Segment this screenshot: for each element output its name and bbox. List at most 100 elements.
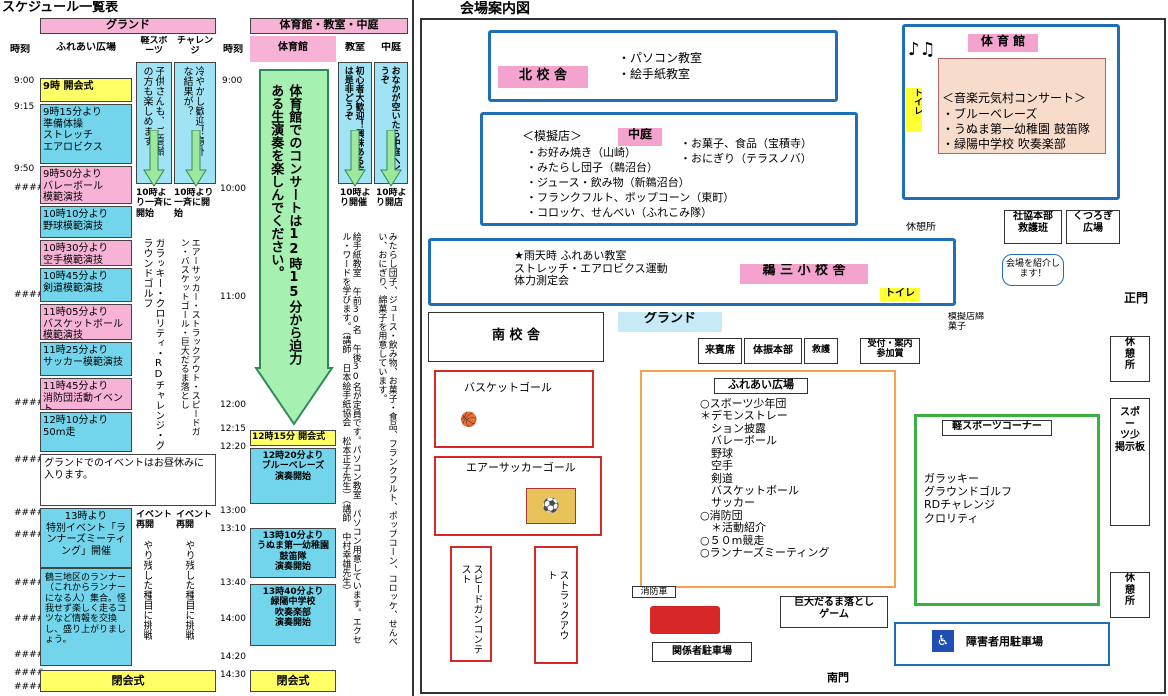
rescue-tent: 救護 (804, 338, 838, 364)
struckout-label: ストラックアウト (545, 570, 568, 640)
time2-2: 11:00 (220, 292, 246, 302)
fureai-item: 10時10分より 野球模範演技 (40, 206, 132, 238)
fureai-item: 10時45分より 剣道模範演技 (40, 268, 132, 302)
soccer-goal-icon: ⚽ (526, 488, 576, 524)
hq-label: 社協本部 救護班 (1004, 210, 1062, 244)
wheelchair-icon: ♿ (932, 630, 954, 652)
light-sports-start: 10時より一斉に開始 (136, 188, 172, 219)
time-6: #### (14, 455, 45, 465)
time-2: 9:50 (14, 164, 35, 174)
rest-area-label: 休憩所 (906, 222, 936, 233)
time2-6: 13:00 (220, 506, 246, 516)
time-8: #### (14, 530, 45, 540)
daruma-label: 巨大だるま落とし ゲーム (780, 596, 888, 628)
light-sports-corner (914, 414, 1100, 606)
time-11: #### (14, 650, 45, 660)
stall-item: ・コロッケ、せんべい（ふれこみ隊） (526, 207, 713, 219)
time-5: #### (14, 398, 45, 408)
rest-area-2: 休 憩 所 (1110, 336, 1150, 382)
light-restart-label: イベント再開 (136, 510, 172, 531)
gym-item: 13時40分より 緑陽中学校 吹奏楽部 演奏開始 (250, 584, 336, 646)
air-soccer-area (434, 456, 602, 536)
time2-3: 12:00 (220, 400, 246, 410)
challenge-note: 冷やかし歓迎！意外な結果が？ (181, 66, 204, 156)
gym-floor (938, 58, 1106, 154)
court-start: 10時より開店 (376, 188, 407, 209)
fureai-plaza-label: ふれあい広場 (714, 378, 808, 394)
challenge-restart-note: やり残した種目に挑戦 (183, 540, 194, 640)
south-building: 南 校 舎 (428, 312, 604, 362)
light-sports-arrow (143, 130, 165, 187)
class-detail: 絵手紙教室 午前30名 午後30名が定員です。パソコン教室 パソコン用意していま… (340, 232, 361, 644)
light-restart-note: やり残した種目に挑戦 (141, 540, 152, 640)
gym-arrow-text: 体育館でのコンサートは12時15分から迫力ある生演奏を楽しんでください。 (268, 84, 302, 365)
time2-8: 13:40 (220, 578, 246, 588)
time-1: 9:15 (14, 102, 35, 112)
time-12: #### (14, 668, 45, 678)
ground-header: グランド (40, 18, 216, 34)
guest-seats: 来賓席 (698, 338, 742, 364)
concert-item: ・うぬま第一幼稚園 鼓笛隊 (942, 123, 1090, 136)
fureai-item: 13時より 特別イベント「ランナーズミーティング」開催 (40, 508, 132, 568)
time2-10: 14:20 (220, 652, 246, 662)
map-panel: 会場案内図 北 校 舎 ・パソコン教室 ・絵手紙教室 体 育 館 ＜音楽元気村コ… (418, 0, 1168, 696)
gym-toilet: トイレ (906, 88, 922, 132)
gym-opening: 12時15分 開会式 (250, 430, 336, 446)
fureai-item: 11時05分より バスケットボール 模範演技 (40, 304, 132, 340)
fureai-item: 9時15分より 準備体操 ストレッチ エアロビクス (40, 104, 132, 164)
col-gym-header: 体育館 (250, 36, 336, 62)
rain-note: ★雨天時 ふれあい教室 ストレッチ・エアロビクス運動 体力測定会 (514, 250, 668, 288)
stall-item: ・おにぎり（テラスノバ） (680, 153, 812, 165)
disabled-parking-area (894, 622, 1110, 666)
light-sports-list: ガラッキー・クロリティ・RDチャレンジ・グラウンドゴルフ (141, 238, 164, 450)
air-soccer-label: エアーサッカーゴール (466, 462, 576, 474)
school3-label: 鵜 三 小 校 舎 (740, 264, 868, 284)
concert-title: ＜音楽元気村コンサート＞ (942, 92, 1087, 105)
intro-bubble: 会場を紹介します！ (1002, 254, 1064, 286)
class-note: 初心者大歓迎！興味ある方は是非どうぞ (342, 66, 364, 174)
basketball-icon: 🏀 (460, 411, 478, 428)
fire-truck-label: 消防車 (632, 586, 676, 599)
school3-toilet: トイレ (880, 288, 920, 302)
challenge-arrow (185, 130, 207, 187)
class-arrow (344, 130, 366, 187)
school3-building (428, 238, 956, 306)
north-building-label: 北 校 舎 (498, 66, 588, 88)
fureai-runner-note: 鶴三地区のランナー（これからランナーになる人）集合。怪我せず楽しく走るコツなど情… (40, 568, 132, 666)
light-corner-list: ガラッキー グラウンドゴルフ RDチャレンジ クロリティ (924, 472, 1012, 525)
time-0: 9:00 (14, 76, 35, 86)
concert-item: ・緑陽中学校 吹奏楽部 (942, 138, 1066, 151)
time2-0: 9:00 (222, 76, 243, 86)
main-gate: 正門 (1124, 292, 1149, 305)
north-room: ・絵手紙教室 (618, 68, 691, 81)
map-frame (420, 18, 1166, 694)
fureai-item: 10時30分より 空手模範演技 (40, 240, 132, 266)
challenge-start: 10時より一斉に開始 (174, 188, 214, 219)
time2-9: 14:00 (220, 614, 246, 624)
col-challenge-header: チャレンジ (177, 36, 213, 57)
time-13: #### (14, 682, 45, 692)
challenge-restart-label: イベント再開 (176, 510, 213, 531)
light-corner-label: 軽スポーツコーナー (942, 420, 1052, 436)
gym-item: 12時20分より ブルーベレーズ 演奏開始 (250, 448, 336, 504)
time-7: #### (14, 508, 45, 518)
col-time2-header: 時刻 (223, 44, 243, 55)
candy-shop: 模擬店綿 菓子 (948, 312, 985, 333)
reception-tent: 受付・案内 参加賞 (860, 338, 920, 364)
fureai-item: 12時10分より 50m走 (40, 412, 132, 452)
map-title: 会場案内図 (460, 1, 530, 17)
basketball-label: バスケットゴール (464, 382, 552, 394)
time-9: #### (14, 578, 45, 588)
court-detail: みたらし団子、ジュース・飲み物、お菓子・食品、フランクフルト、ポップコーン、コロ… (376, 232, 397, 646)
court-arrow (380, 130, 402, 187)
schedule-panel: スケジュール一覧表 グランド 体育館・教室・中庭 時刻 ふれあい広場 軽スポーツ… (0, 0, 414, 696)
time2-7: 13:10 (220, 524, 246, 534)
stall-title: ＜模擬店＞ (522, 130, 583, 143)
speedgun-label: スピードガンコンテスト (459, 564, 482, 654)
col-light-header: 軽スポーツ (140, 36, 168, 57)
time2-5: 12:20 (220, 442, 246, 452)
ground-label: グランド (618, 312, 722, 332)
concert-item: ・ブルーベレーズ (942, 108, 1038, 121)
speedgun-area (450, 546, 492, 662)
struckout-area (534, 546, 578, 664)
